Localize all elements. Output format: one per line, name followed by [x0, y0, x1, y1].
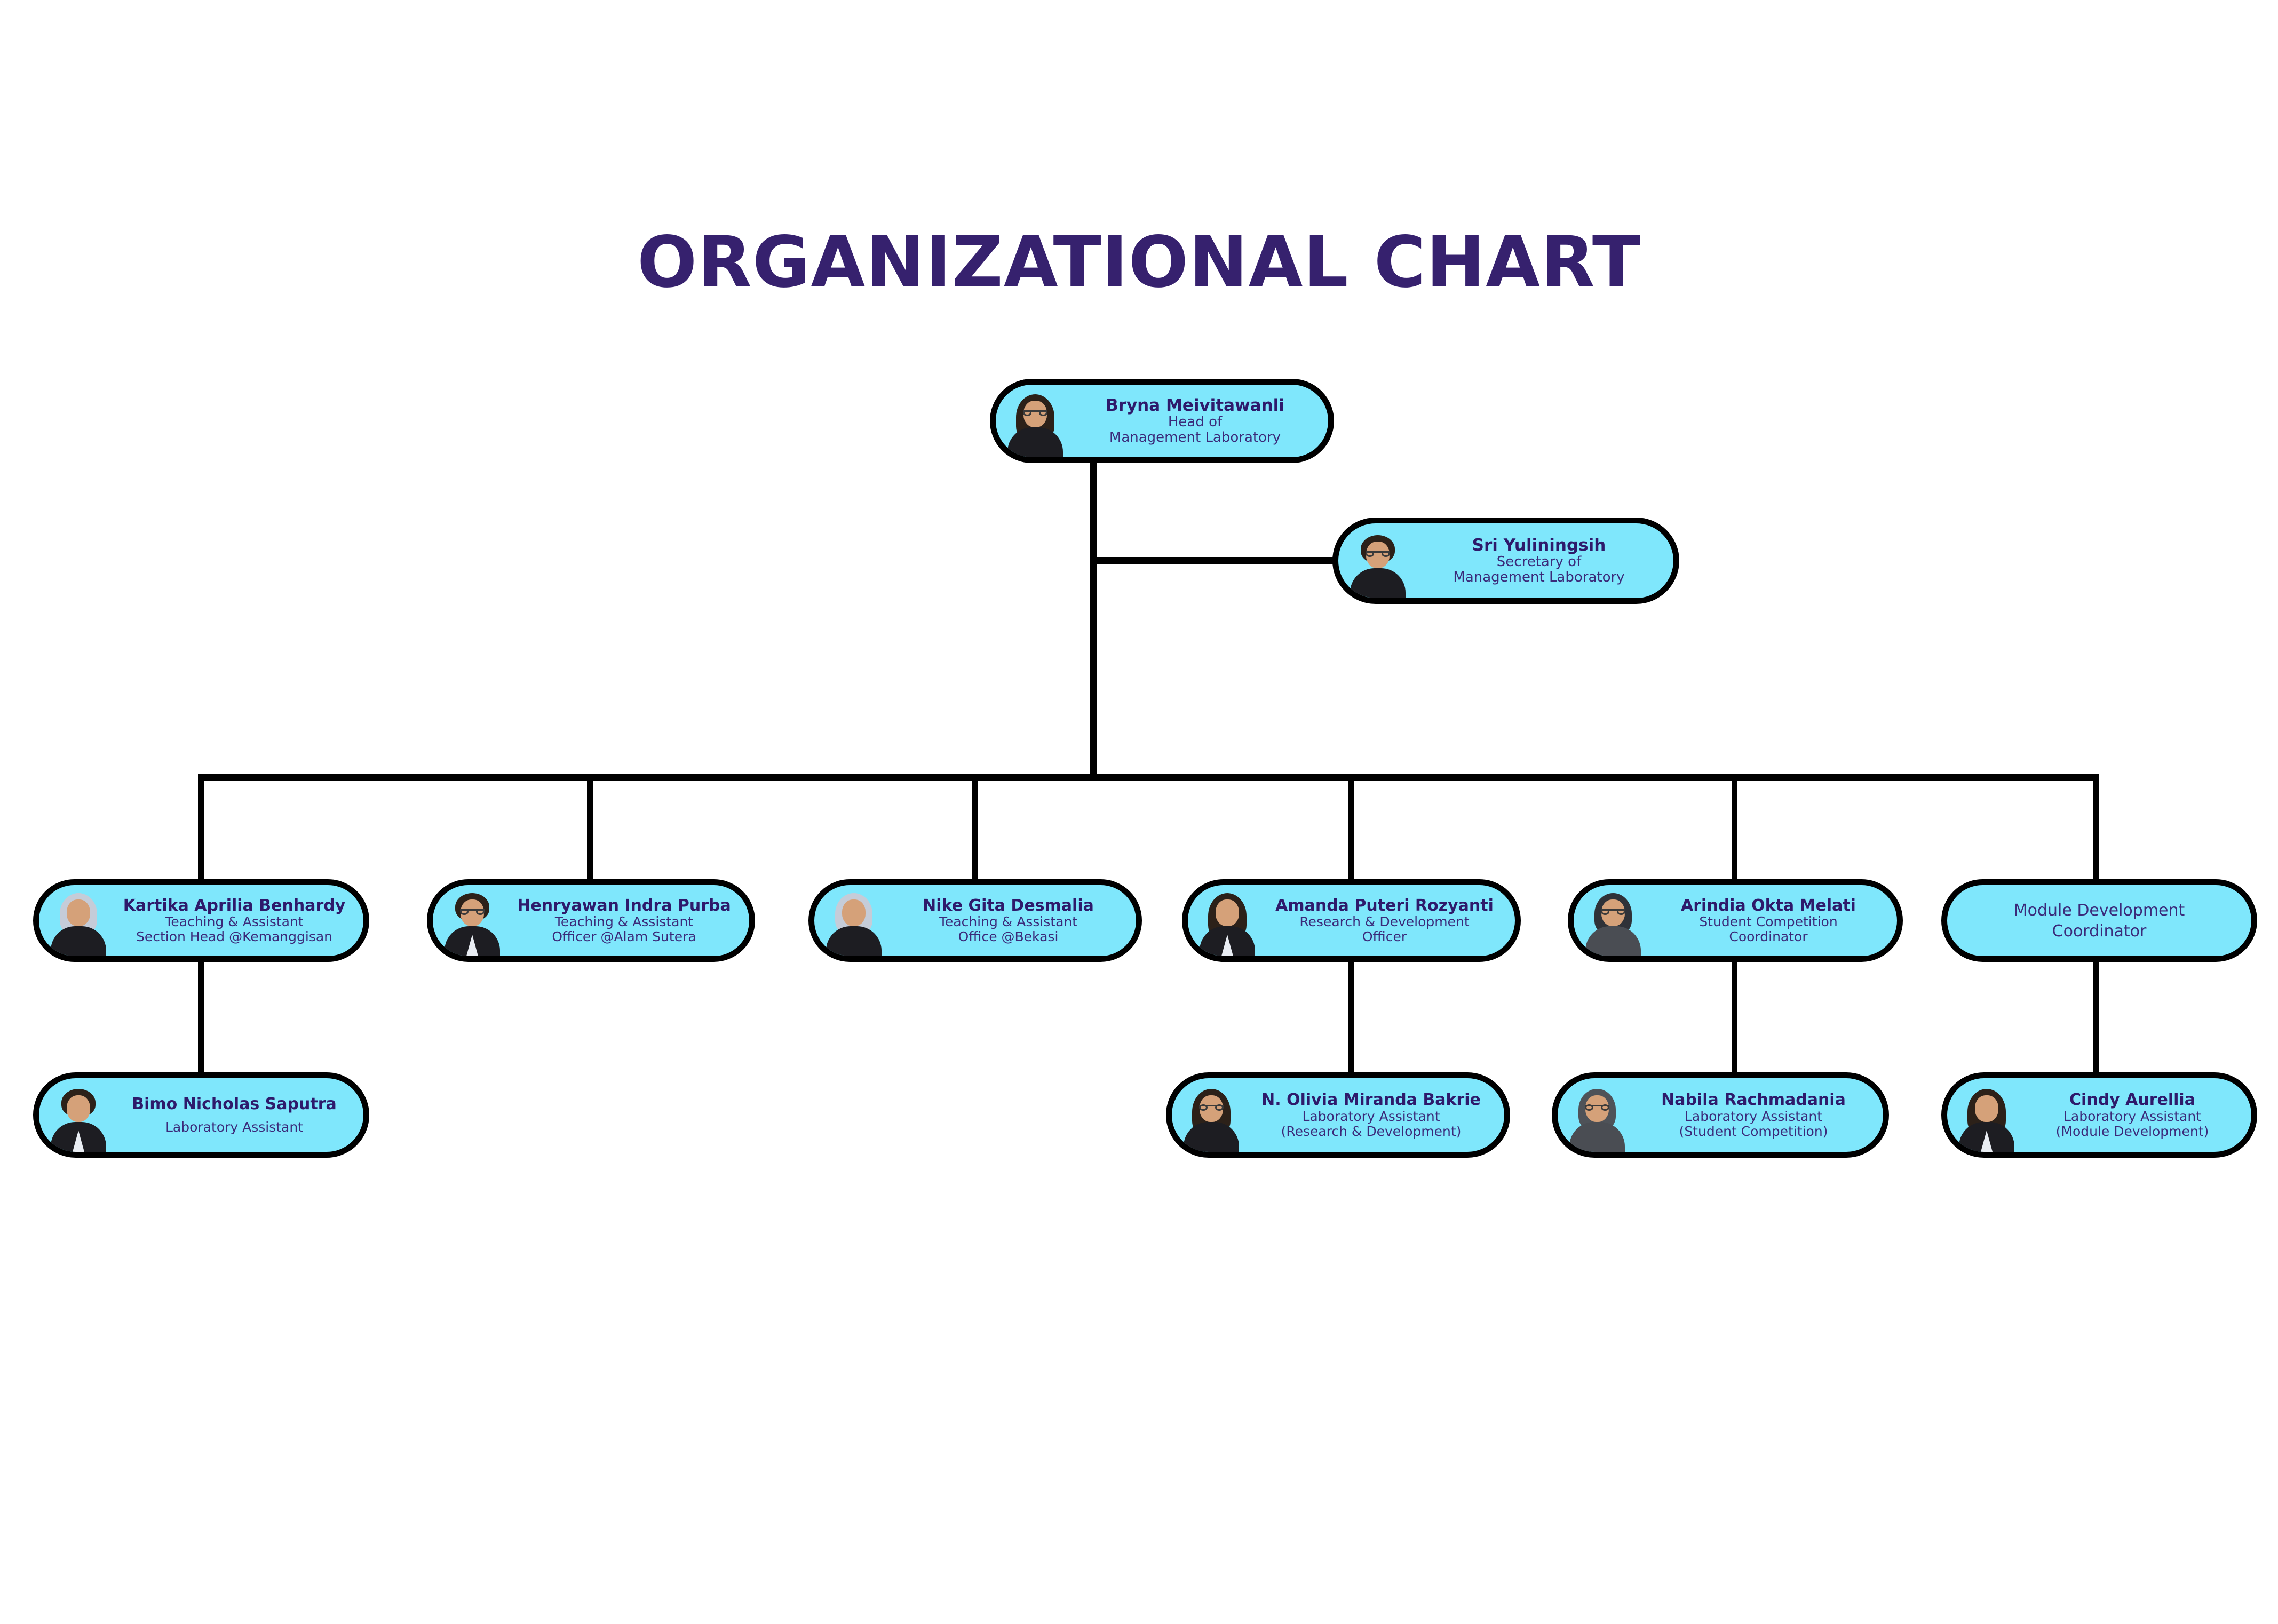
avatar-sri [1346, 523, 1410, 598]
node-nabila[interactable]: Nabila Rachmadania Laboratory Assistant … [1552, 1072, 1889, 1158]
connector-amanda-to-olivia [1348, 960, 1354, 1075]
connector-arindia-to-nabila [1732, 960, 1737, 1075]
node-arindia[interactable]: Arindia Okta Melati Student Competition … [1568, 879, 1903, 962]
node-nabila-role-line1: Laboratory Assistant [1684, 1108, 1823, 1124]
node-nabila-role-line2: (Student Competition) [1679, 1123, 1828, 1139]
node-nike-role-line2: Office @Bekasi [958, 929, 1059, 945]
node-olivia-text: N. Olivia Miranda Bakrie Laboratory Assi… [1243, 1091, 1504, 1139]
node-nike-name: Nike Gita Desmalia [923, 896, 1094, 915]
node-nike-text: Nike Gita Desmalia Teaching & Assistant … [886, 897, 1136, 945]
node-amanda-role-line1: Research & Development [1299, 914, 1470, 930]
node-amanda-role-line2: Officer [1362, 929, 1407, 945]
node-henryawan-name: Henryawan Indra Purba [517, 896, 731, 915]
node-henryawan-role-line1: Teaching & Assistant [554, 914, 694, 930]
avatar-kartika [46, 885, 110, 956]
node-henryawan[interactable]: Henryawan Indra Purba Teaching & Assista… [427, 879, 755, 962]
node-kartika-role-line2: Section Head @Kemanggisan [136, 929, 333, 945]
avatar-bimo [46, 1078, 110, 1152]
connector-main-bus [198, 774, 2099, 781]
node-amanda-name: Amanda Puteri Rozyanti [1275, 896, 1494, 915]
node-amanda-text: Amanda Puteri Rozyanti Research & Develo… [1259, 897, 1515, 945]
node-olivia-role-line1: Laboratory Assistant [1302, 1108, 1440, 1124]
connector-module-to-cindy [2093, 960, 2099, 1075]
node-cindy-text: Cindy Aurellia Laboratory Assistant (Mod… [2019, 1091, 2251, 1139]
node-kartika-text: Kartika Aprilia Benhardy Teaching & Assi… [110, 897, 363, 945]
node-module-coordinator-role-line2: Coordinator [2052, 921, 2147, 941]
avatar-olivia [1179, 1078, 1243, 1152]
node-nabila-name: Nabila Rachmadania [1661, 1090, 1846, 1110]
node-module-coordinator-role-line1: Module Development [2013, 901, 2185, 920]
node-secretary-role-line1: Secretary of [1496, 554, 1582, 570]
node-arindia-role-line1: Student Competition [1699, 914, 1838, 930]
connector-drop-nike [972, 774, 978, 880]
connector-drop-kartika [198, 774, 204, 880]
node-secretary[interactable]: Sri Yuliningsih Secretary of Management … [1332, 518, 1679, 604]
node-cindy-name: Cindy Aurellia [2069, 1090, 2195, 1110]
node-secretary-name: Sri Yuliningsih [1472, 535, 1606, 555]
node-bimo-name: Bimo Nicholas Saputra [132, 1095, 337, 1114]
avatar-amanda [1195, 885, 1259, 956]
connector-head-to-secretary [1090, 557, 1335, 564]
avatar-arindia [1581, 885, 1645, 956]
node-olivia-role-line2: (Research & Development) [1281, 1123, 1462, 1139]
node-head[interactable]: Bryna Meivitawanli Head of Management La… [990, 379, 1334, 463]
connector-drop-arindia [1732, 774, 1737, 880]
node-olivia[interactable]: N. Olivia Miranda Bakrie Laboratory Assi… [1166, 1072, 1510, 1158]
avatar-henryawan [440, 885, 504, 956]
node-module-coordinator-text: Module Development Coordinator [1947, 900, 2251, 942]
node-henryawan-role-line2: Officer @Alam Sutera [552, 929, 696, 945]
node-cindy[interactable]: Cindy Aurellia Laboratory Assistant (Mod… [1941, 1072, 2257, 1158]
node-head-name: Bryna Meivitawanli [1106, 395, 1284, 415]
node-head-text: Bryna Meivitawanli Head of Management La… [1067, 396, 1328, 446]
avatar-nabila [1565, 1078, 1629, 1152]
connector-drop-amanda [1348, 774, 1354, 880]
node-arindia-name: Arindia Okta Melati [1681, 896, 1856, 915]
page-title: ORGANIZATIONAL CHART [0, 221, 2278, 304]
node-amanda[interactable]: Amanda Puteri Rozyanti Research & Develo… [1182, 879, 1521, 962]
node-secretary-text: Sri Yuliningsih Secretary of Management … [1410, 536, 1673, 586]
node-head-role-line1: Head of [1168, 414, 1223, 431]
node-cindy-role-line1: Laboratory Assistant [2063, 1108, 2202, 1124]
node-arindia-role-line2: Coordinator [1729, 929, 1808, 945]
node-module-coordinator[interactable]: Module Development Coordinator [1941, 879, 2257, 962]
node-henryawan-text: Henryawan Indra Purba Teaching & Assista… [504, 897, 749, 945]
avatar-cindy [1955, 1078, 2019, 1152]
connector-drop-henryawan [587, 774, 593, 880]
connector-kartika-to-bimo [198, 960, 204, 1075]
node-bimo-role-line1: Laboratory Assistant [165, 1119, 304, 1135]
node-nike[interactable]: Nike Gita Desmalia Teaching & Assistant … [808, 879, 1142, 962]
node-kartika[interactable]: Kartika Aprilia Benhardy Teaching & Assi… [33, 879, 369, 962]
node-nabila-text: Nabila Rachmadania Laboratory Assistant … [1629, 1091, 1883, 1139]
node-head-role-line2: Management Laboratory [1109, 429, 1281, 446]
node-kartika-role-line1: Teaching & Assistant [165, 914, 304, 930]
node-bimo-text: Bimo Nicholas Saputra Laboratory Assista… [110, 1095, 363, 1135]
node-nike-role-line1: Teaching & Assistant [939, 914, 1078, 930]
node-olivia-name: N. Olivia Miranda Bakrie [1261, 1090, 1481, 1110]
node-secretary-role-line2: Management Laboratory [1453, 569, 1625, 586]
node-arindia-text: Arindia Okta Melati Student Competition … [1645, 897, 1897, 945]
avatar-bryna [1003, 385, 1067, 457]
node-cindy-role-line2: (Module Development) [2055, 1123, 2209, 1139]
avatar-nike [822, 885, 886, 956]
node-bimo[interactable]: Bimo Nicholas Saputra Laboratory Assista… [33, 1072, 369, 1158]
connector-head-trunk [1090, 461, 1097, 781]
page-title-text: ORGANIZATIONAL CHART [637, 221, 1641, 304]
node-kartika-name: Kartika Aprilia Benhardy [123, 896, 346, 915]
connector-drop-module [2093, 774, 2099, 880]
